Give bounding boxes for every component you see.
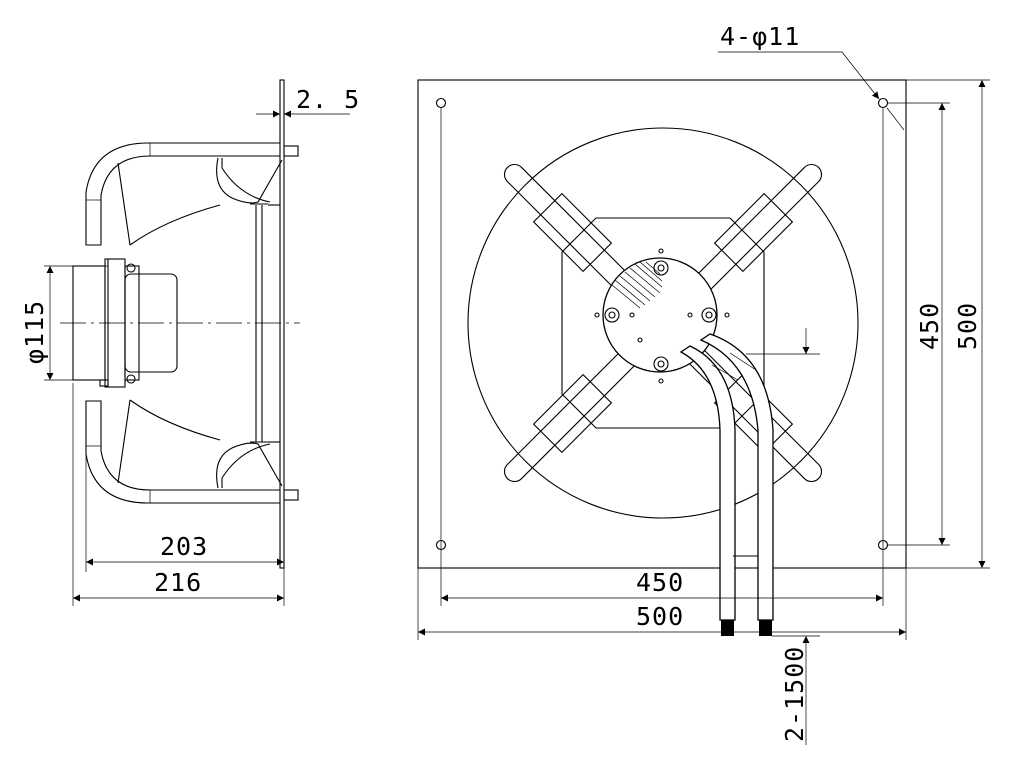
mounting-hole-tr [877, 97, 889, 109]
dim-hole-spec: 4-φ11 [720, 22, 800, 51]
side-mounting-plate [279, 79, 285, 569]
front-mounting-plate [417, 79, 907, 569]
dim-depth-inner: 203 [160, 532, 208, 561]
side-blade-top [117, 157, 283, 246]
motor-bolts [594, 248, 730, 384]
power-cables [679, 333, 774, 636]
front-view: 2-1500 4-φ11 450 500 450 500 [417, 22, 990, 745]
dim-flange-thickness: 2. 5 [296, 85, 360, 114]
side-blade-bottom [117, 399, 283, 489]
side-flange-tab-bottom [283, 489, 299, 501]
side-flange-tab-top [283, 145, 299, 157]
dim-plate-width: 500 [636, 602, 684, 631]
mounting-hole-tl [435, 97, 447, 109]
side-guard-bottom [85, 400, 280, 504]
dim-hole-spacing-vertical: 450 [915, 302, 944, 350]
dim-plate-height: 500 [953, 302, 982, 350]
side-guard-top [85, 142, 280, 246]
side-venturi-ring [250, 203, 268, 443]
dim-hub-diameter: φ115 [20, 300, 49, 364]
motor-disc [602, 257, 718, 373]
fan-ring [467, 127, 859, 519]
side-view: 2. 5 φ115 203 216 [20, 79, 360, 606]
dim-hole-spacing-horizontal: 450 [636, 568, 684, 597]
dim-cable-spec: 2-1500 [780, 646, 809, 742]
motor-cooling-fins [611, 261, 663, 309]
dim-depth-total: 216 [154, 568, 202, 597]
